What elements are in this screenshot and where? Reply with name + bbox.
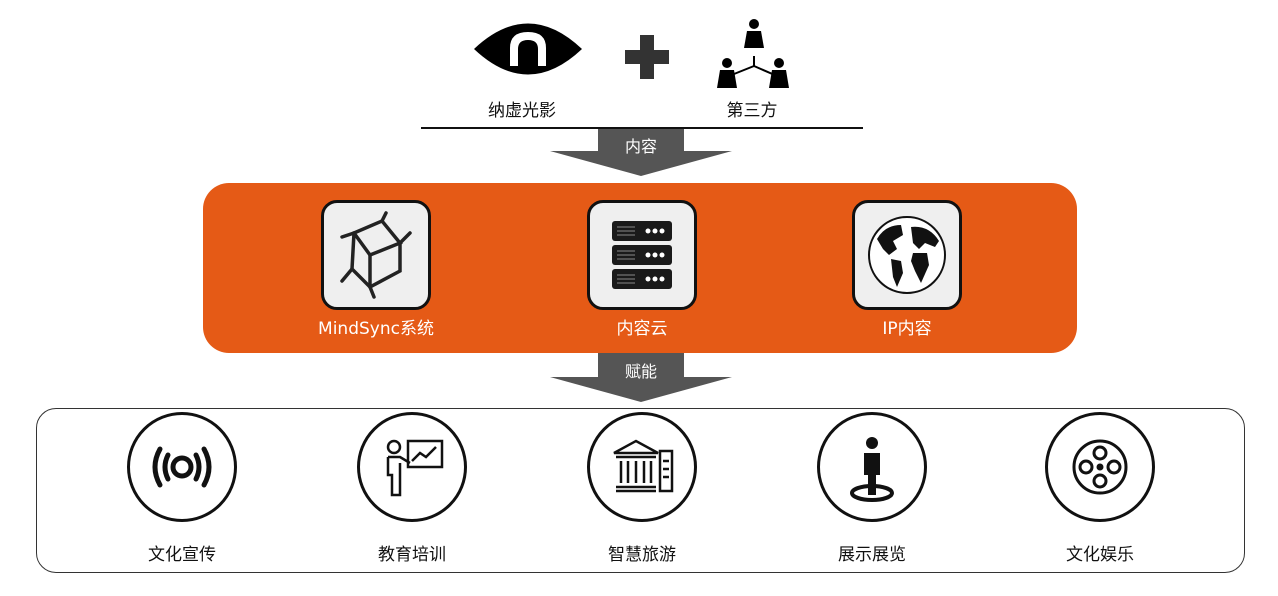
application-circle (357, 412, 467, 522)
platform-tile (321, 200, 431, 310)
arrow-down-icon (550, 353, 732, 402)
platform-tile (852, 200, 962, 310)
applications-panel (36, 408, 1245, 573)
eye-icon (474, 23, 582, 75)
globe-icon (868, 216, 946, 294)
application-label: 教育培训 (378, 545, 446, 565)
application-label: 文化宣传 (148, 545, 216, 565)
application-label: 智慧旅游 (608, 545, 676, 565)
platform-tile (587, 200, 697, 310)
application-circle (817, 412, 927, 522)
broadcast-icon (152, 446, 212, 488)
arrow-label: 赋能 (624, 362, 657, 381)
divider-line (421, 127, 863, 129)
film-reel-icon (1072, 439, 1128, 495)
application-circle (127, 412, 237, 522)
museum-icon (613, 439, 674, 493)
platform-label: 内容云 (616, 319, 668, 339)
teacher-icon (386, 439, 444, 497)
plus-icon (625, 35, 669, 79)
arrow-label: 内容 (624, 137, 657, 156)
cube-icon (340, 211, 412, 299)
application-label: 展示展览 (838, 545, 906, 565)
application-circle (1045, 412, 1155, 522)
source-label: 第三方 (726, 101, 778, 121)
server-icon (612, 221, 672, 289)
people-network-icon (717, 19, 789, 88)
application-label: 文化娱乐 (1066, 545, 1134, 565)
source-label: 纳虚光影 (488, 101, 556, 121)
platform-label: IP内容 (882, 319, 932, 339)
arrow-down-icon (550, 129, 732, 176)
person-spotlight-icon (850, 437, 894, 502)
application-circle (587, 412, 697, 522)
platform-label: MindSync系统 (318, 319, 434, 339)
